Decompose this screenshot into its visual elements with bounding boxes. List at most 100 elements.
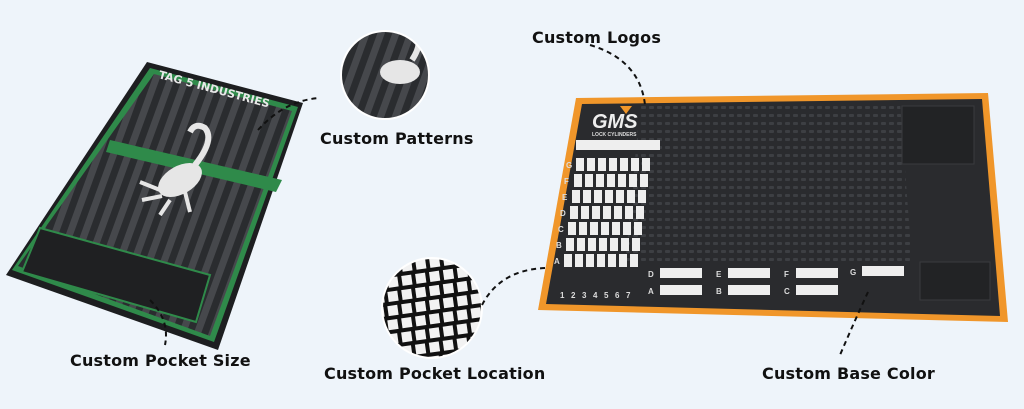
- zoom-pocket-cell: [456, 280, 468, 293]
- pocket-cell: [636, 206, 644, 219]
- zoom-pocket-cell: [387, 304, 399, 317]
- zoom-pocket-cell: [387, 347, 399, 358]
- pocket-cell: [588, 238, 596, 251]
- zoom-pocket-cell: [382, 320, 385, 333]
- column-number: 5: [604, 291, 609, 300]
- zoom-pocket-cell: [456, 323, 468, 335]
- pocket-cell: [594, 190, 602, 203]
- zoom-pocket-cell: [470, 264, 482, 277]
- pocket-cell: [579, 222, 587, 235]
- scorpion-logo: [139, 122, 212, 217]
- zoom-pocket-cell: [442, 297, 455, 309]
- zoom-pocket-cell: [428, 298, 441, 311]
- pocket-slot: [796, 285, 838, 295]
- label-custom-base-color: Custom Base Color: [762, 364, 935, 383]
- label-custom-logos: Custom Logos: [532, 28, 662, 47]
- pocket-letter: F: [784, 270, 789, 279]
- zoom-pocket-cell: [429, 258, 441, 268]
- pocket: [20, 226, 212, 324]
- pocket-cell: [607, 174, 615, 187]
- zoom-pocket-cell: [382, 349, 385, 358]
- zoom-pocket-cell: [382, 264, 385, 276]
- logo-subtitle: LOCK CYLINDERS: [592, 132, 637, 138]
- zoom-pocket-cell: [401, 274, 413, 286]
- pocket-cell: [627, 190, 635, 203]
- pocket-cell: [612, 222, 620, 235]
- zoom-pocket-cell: [382, 335, 385, 347]
- zoom-pocket-cell: [456, 258, 469, 264]
- pocket-cell: [566, 238, 574, 251]
- zoom-pocket-cell: [456, 309, 468, 321]
- pocket-cell: [564, 254, 572, 267]
- pocket-slot: [728, 285, 770, 295]
- zoom-pocket-cell: [428, 284, 441, 297]
- pocket-cell: [603, 206, 611, 219]
- pocket-letter: C: [784, 287, 790, 296]
- pocket-cell: [575, 254, 583, 267]
- pocket-cell: [568, 222, 576, 235]
- row-letter: G: [566, 161, 572, 170]
- row-letter: D: [560, 209, 566, 218]
- pocket-cell: [620, 158, 628, 171]
- row-letter: F: [564, 177, 569, 186]
- zoom-pocket-cell: [428, 327, 441, 339]
- pocket-cell: [631, 158, 639, 171]
- pocket-cell: [590, 222, 598, 235]
- zoom-pocket-cell: [442, 282, 455, 295]
- pocket-cell: [632, 238, 640, 251]
- column-number: 3: [582, 291, 587, 300]
- row-letter: B: [556, 241, 562, 250]
- pocket-cell: [581, 206, 589, 219]
- pocket-cell: [599, 238, 607, 251]
- pocket-letter: B: [716, 287, 722, 296]
- pocket-cell: [596, 174, 604, 187]
- bottom-pockets: [660, 266, 904, 295]
- label-custom-pocket-size: Custom Pocket Size: [70, 351, 251, 370]
- zoom-pocket-cell: [442, 311, 455, 323]
- pocket-cell: [585, 174, 593, 187]
- label-custom-pocket-location: Custom Pocket Location: [324, 364, 546, 383]
- zoom-pocket-cell: [456, 351, 468, 358]
- pocket-cell: [608, 254, 616, 267]
- pocket-letter: G: [850, 268, 856, 277]
- pocket-cell: [623, 222, 631, 235]
- pocket-cell: [587, 158, 595, 171]
- zoom-pocket-cell: [470, 307, 482, 319]
- pocket-cell: [616, 190, 624, 203]
- pocket-cell: [609, 158, 617, 171]
- row-letter: A: [554, 257, 560, 266]
- column-number: 2: [571, 291, 576, 300]
- pocket-slot: [660, 268, 702, 278]
- zoom-pocket-cell: [401, 302, 413, 315]
- pocket-cell: [570, 206, 578, 219]
- pocket-cell: [605, 190, 613, 203]
- zoom-pocket-cell: [414, 329, 427, 341]
- pocket-cell: [634, 222, 642, 235]
- zoom-pocket-cell: [401, 288, 413, 301]
- pocket-cell: [618, 174, 626, 187]
- pocket-cell: [614, 206, 622, 219]
- pocket-letter: D: [648, 270, 654, 279]
- zoom-pocket-cell: [428, 341, 441, 353]
- zoom-pocket-cell: [382, 278, 385, 290]
- pocket-cell: [638, 190, 646, 203]
- pocket-cell: [597, 254, 605, 267]
- pocket-slot: [728, 268, 770, 278]
- pocket-cell: [625, 206, 633, 219]
- zoom-pocket-cell: [401, 331, 413, 343]
- label-custom-patterns: Custom Patterns: [320, 129, 474, 148]
- pocket-cell: [610, 238, 618, 251]
- gms-logo: GMS: [592, 111, 638, 133]
- zoom-pocket-cell: [470, 349, 482, 358]
- zoom-pocket-cell: [456, 295, 468, 307]
- row-letter: E: [562, 193, 568, 202]
- pocket-slot: [660, 285, 702, 295]
- pocket-cell: [572, 190, 580, 203]
- pocket-cell: [629, 174, 637, 187]
- pocket-cell: [574, 174, 582, 187]
- column-number: 1: [560, 291, 565, 300]
- pocket-cell: [576, 158, 584, 171]
- pocket-slot: [796, 268, 838, 278]
